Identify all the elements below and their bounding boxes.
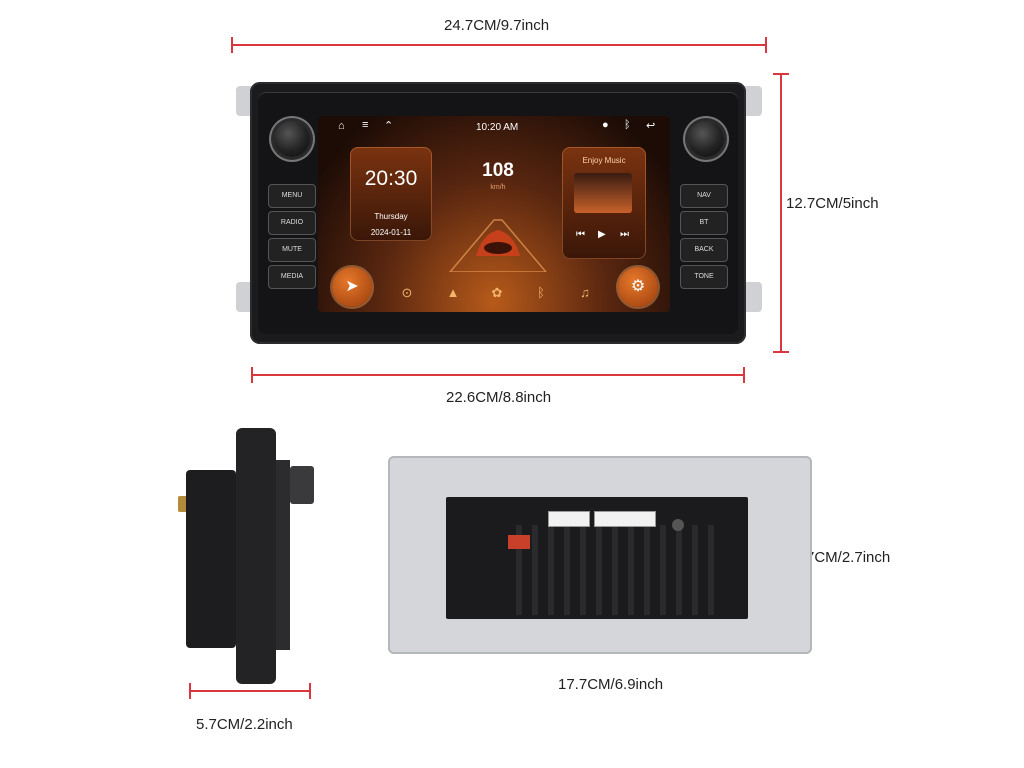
- rear-fin: [532, 525, 538, 615]
- speed-value: 108: [482, 160, 514, 181]
- dim-front-width-label: 24.7CM/9.7inch: [444, 17, 550, 34]
- dim-side-depth-label: 5.7CM/2.2inch: [196, 716, 293, 733]
- rear-fin: [596, 525, 602, 615]
- location-icon: ●: [602, 119, 609, 131]
- previous-icon[interactable]: ⏮: [576, 229, 585, 240]
- rear-fin: [660, 525, 666, 615]
- rear-fin: [708, 525, 714, 615]
- volume-knob[interactable]: [274, 121, 310, 157]
- dim-rear-width-label: 17.7CM/6.9inch: [558, 676, 664, 693]
- bluetooth-icon: ᛒ: [624, 119, 631, 131]
- play-circle-icon[interactable]: ⊙: [401, 285, 413, 300]
- status-time: 10:20 AM: [476, 122, 519, 133]
- home-icon[interactable]: ⌂: [338, 120, 345, 132]
- side-view-antenna: [178, 496, 188, 512]
- side-view-body: [186, 470, 236, 648]
- rear-connector: [548, 511, 590, 527]
- clock-time: 20:30: [364, 167, 418, 190]
- clock-date: 2024-01-11: [370, 228, 412, 237]
- rear-fin: [644, 525, 650, 615]
- sports-car-graphic: [449, 219, 547, 272]
- clock-card[interactable]: 20:30 Thursday 2024-01-11: [350, 147, 432, 241]
- dim-cap: [743, 367, 745, 383]
- side-view-faceplate: [236, 428, 276, 684]
- side-view-connector: [290, 466, 314, 504]
- tune-knob[interactable]: [688, 121, 724, 157]
- dim-front-width-line: [232, 44, 766, 46]
- rear-fin: [580, 525, 586, 615]
- rear-fin: [612, 525, 618, 615]
- chevron-up-icon[interactable]: ⌃: [384, 120, 394, 132]
- play-icon[interactable]: ▶: [598, 229, 606, 240]
- rear-fin: [548, 525, 554, 615]
- dim-rear-height-label: 7CM/2.7inch: [806, 549, 891, 566]
- tone-button[interactable]: TONE: [680, 265, 728, 289]
- head-unit-screen: ⌂ ≡ ⌃ 10:20 AM ● ᛒ ↩ 20:30 Thursday 2024…: [318, 116, 670, 312]
- rear-view-body: [446, 497, 748, 619]
- rear-fin: [676, 525, 682, 615]
- dim-front-body-width-label: 22.6CM/8.8inch: [446, 389, 552, 406]
- music-card[interactable]: Enjoy Music ⏮ ▶ ⏭: [562, 147, 646, 259]
- radio-button[interactable]: RADIO: [268, 211, 316, 235]
- back-icon[interactable]: ↩: [646, 120, 656, 132]
- next-icon[interactable]: ⏭: [620, 229, 629, 240]
- clock-weekday: Thursday: [374, 212, 408, 221]
- music-icon[interactable]: ♫: [580, 285, 590, 300]
- album-art: [574, 173, 632, 213]
- side-view-ring: [276, 460, 290, 650]
- dim-cap: [231, 37, 233, 53]
- dim-front-height-label: 12.7CM/5inch: [786, 195, 879, 212]
- rear-fin: [628, 525, 634, 615]
- nav-button[interactable]: NAV: [680, 184, 728, 208]
- settings-icon[interactable]: ⚙: [618, 267, 658, 307]
- bluetooth-icon[interactable]: ᛒ: [537, 285, 545, 300]
- dim-front-body-width-line: [252, 374, 744, 376]
- dim-cap: [309, 683, 311, 699]
- rear-fin: [516, 525, 522, 615]
- dim-front-height-line: [780, 74, 782, 352]
- navigation-icon[interactable]: ➤: [332, 267, 372, 307]
- status-bar: ⌂ ≡ ⌃ 10:20 AM ● ᛒ ↩: [318, 116, 670, 136]
- android-icon[interactable]: ▲: [446, 285, 460, 300]
- rear-power-socket: [508, 535, 530, 549]
- dim-cap: [765, 37, 767, 53]
- rear-fin: [692, 525, 698, 615]
- dim-cap: [773, 73, 789, 75]
- mute-button[interactable]: MUTE: [268, 238, 316, 262]
- dim-cap: [189, 683, 191, 699]
- rear-connector: [594, 511, 656, 527]
- media-button[interactable]: MEDIA: [268, 265, 316, 289]
- dim-side-depth-line: [190, 690, 310, 692]
- bt-button[interactable]: BT: [680, 211, 728, 235]
- dim-cap: [773, 351, 789, 353]
- back-button[interactable]: BACK: [680, 238, 728, 262]
- rear-fin: [564, 525, 570, 615]
- dim-cap: [251, 367, 253, 383]
- speed-unit: km/h: [490, 184, 506, 191]
- menu-button[interactable]: MENU: [268, 184, 316, 208]
- rear-antenna-port: [672, 519, 684, 531]
- menu-icon[interactable]: ≡: [362, 119, 369, 131]
- apps-icon[interactable]: ✿: [491, 285, 503, 300]
- music-title: Enjoy Music: [582, 156, 626, 165]
